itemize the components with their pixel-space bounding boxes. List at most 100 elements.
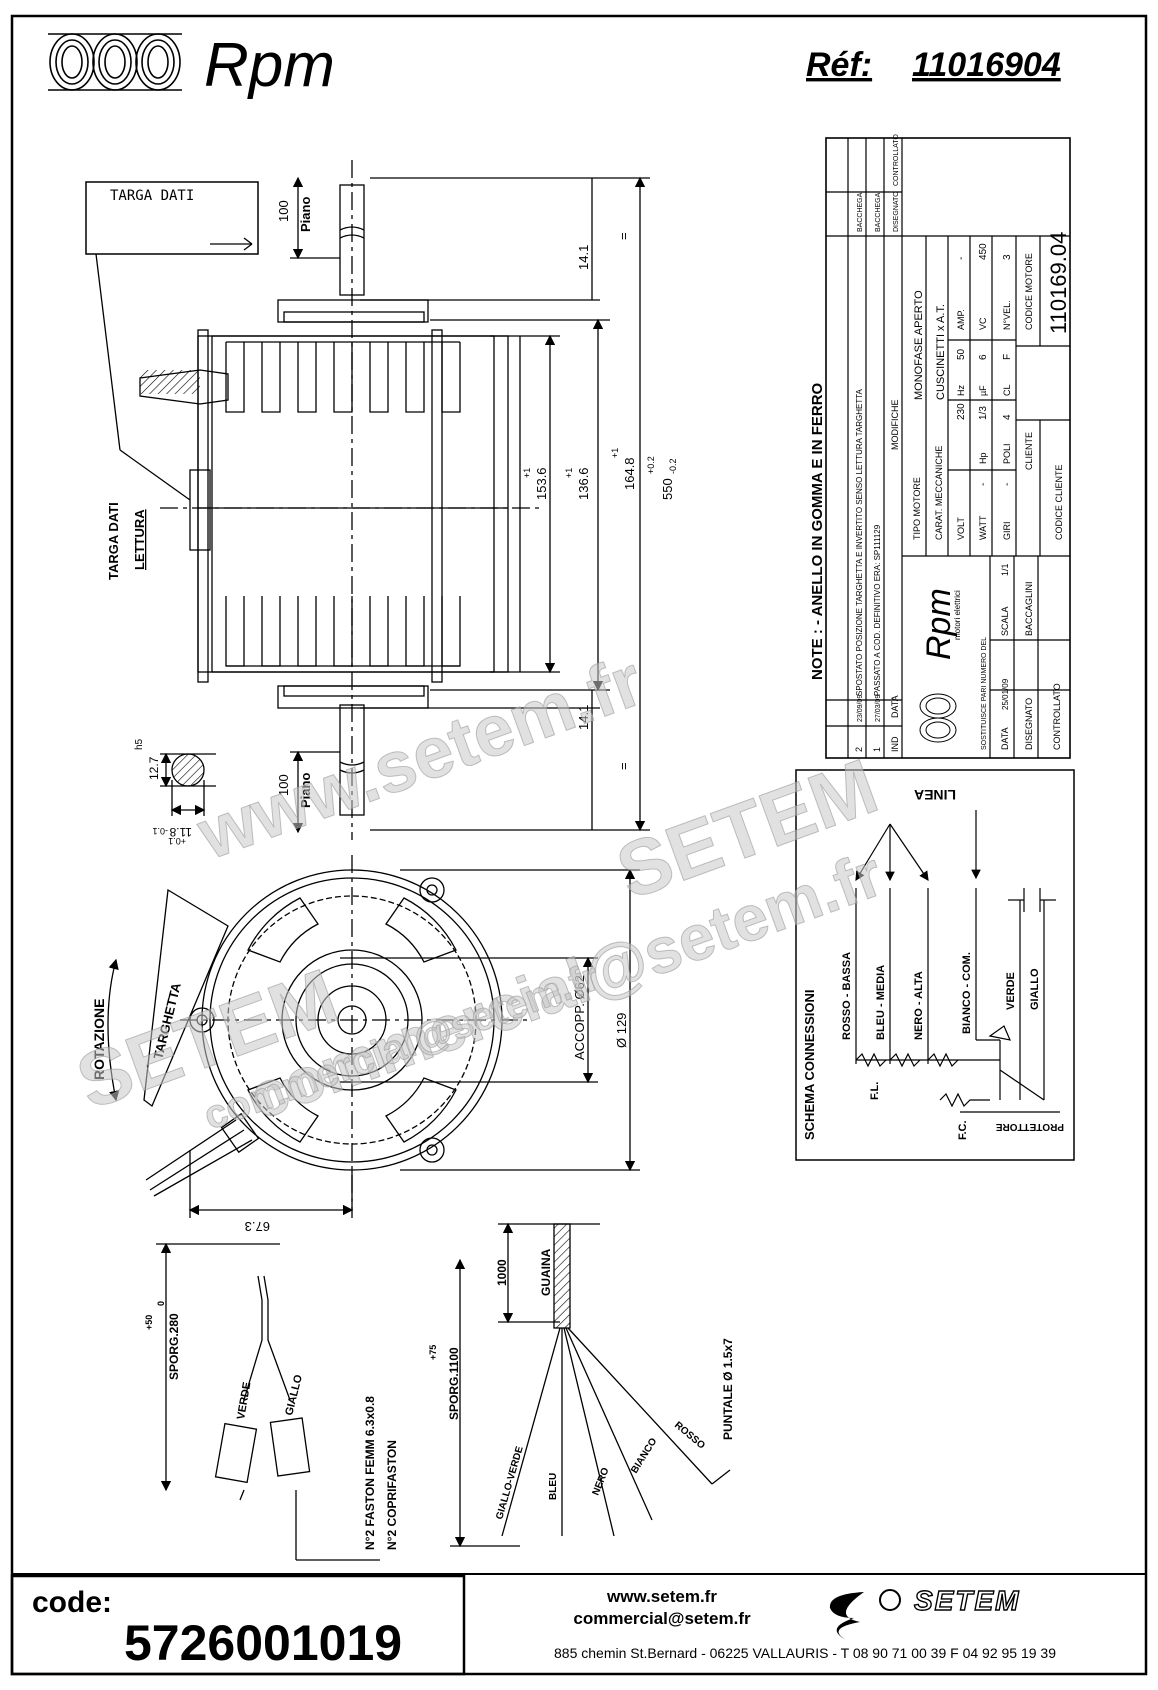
short-leads — [156, 1242, 380, 1561]
watermark-web: www.setem.fr — [187, 641, 653, 876]
piano-top-dim: 100 — [276, 200, 291, 222]
lead-verde: VERDE — [235, 1381, 253, 1420]
rev-head-drawn: DISEGNATO — [893, 191, 900, 232]
wire-nero-alta: NERO - ALTA — [913, 971, 925, 1040]
shaft-section — [160, 752, 216, 816]
controllato-label: CONTROLLATO — [1052, 683, 1062, 750]
sporg-280-tol0: 0 — [156, 1301, 166, 1306]
long-lead-labels: 1000 GUAINA SPORG.1100 +75 PUNTALE Ø 1.5… — [428, 1248, 735, 1520]
mech-label: CARAT. MECCANICHE — [934, 446, 944, 540]
short-lead-labels: SPORG.280 +50 0 VERDE GIALLO N°2 FASTON … — [144, 1301, 399, 1550]
wire-bleu: BLEU — [548, 1473, 559, 1500]
disegnato-value: BACCAGLINI — [1024, 581, 1034, 636]
data-plate-label: TARGA DATI — [110, 188, 194, 204]
title-block-logo-icon — [919, 693, 957, 743]
connection-schema: SCHEMA CONNESSIONI LINEA ROSSO - BASSA B… — [795, 769, 1075, 1161]
piano-bottom-label: Piano — [298, 773, 313, 808]
rev-2-index: 2 — [854, 747, 864, 752]
lettura-label: LETTURA — [132, 509, 147, 570]
rev-1-by: BACCHEGA — [875, 192, 882, 232]
setem-swirl-icon — [829, 1592, 864, 1640]
disegnato-label: DISEGNATO — [1024, 698, 1034, 750]
watt-label: WATT — [978, 515, 988, 540]
dim-14-1-top: 14.1 — [576, 245, 591, 270]
motor-side-view — [85, 160, 650, 840]
dim-1000: 1000 — [495, 1259, 509, 1286]
code-value: 5726001019 — [124, 1615, 402, 1671]
lead-giallo: GIALLO — [283, 1373, 305, 1417]
note: NOTE : - ANELLO IN GOMMA E IN FERRO — [809, 382, 826, 680]
reference-number: 11016904 — [912, 46, 1061, 84]
amp-label: AMP. — [956, 309, 966, 330]
rev-2-text: SPOSTATO POSIZIONE TARGHETTA E INVERTITO… — [855, 388, 864, 696]
schema-title: SCHEMA CONNESSIONI — [802, 990, 817, 1140]
setem-logo: SETEM — [829, 1584, 1019, 1640]
volt-label: VOLT — [956, 517, 966, 540]
cliente-label: CLIENTE — [1024, 432, 1034, 470]
footer: code: 5726001019 www.setem.fr commercial… — [10, 1573, 1146, 1676]
sheath — [553, 1223, 571, 1329]
wire-rosso-bassa: ROSSO - BASSA — [841, 952, 853, 1040]
cable-bundle-hatch — [140, 370, 200, 394]
dim-164: 164.8 — [622, 457, 637, 490]
dim-14-1-bottom: 14.1 — [576, 705, 591, 730]
poli-label: POLI — [1002, 443, 1012, 464]
wire-bianco-com: BIANCO - COM. — [961, 952, 973, 1034]
vc-value: 450 — [978, 243, 989, 260]
reference-label: Réf: — [806, 46, 872, 84]
hz-value: 50 — [956, 348, 967, 360]
coprifaston-note: N°2 COPRIFASTON — [385, 1440, 399, 1550]
uf-label: µF — [978, 385, 988, 396]
dim-136-tol: +1 — [564, 468, 574, 478]
volt-value: 230 — [956, 403, 967, 420]
spigot-dim: ACCOPP. Ø62 — [572, 975, 587, 1060]
cl-label: CL — [1002, 384, 1012, 396]
sheath-label: GUAINA — [539, 1248, 553, 1296]
uf-value: 6 — [978, 354, 989, 360]
rev-2-date: 23/09/09 — [857, 695, 864, 722]
footer-email: commercial@setem.fr — [573, 1609, 751, 1628]
footer-address: 885 chemin St.Bernard - 06225 VALLAURIS … — [554, 1645, 1056, 1661]
puntale-note: PUNTALE Ø 1.5x7 — [721, 1338, 735, 1440]
rotation-label: ROTAZIONE — [91, 999, 107, 1080]
rev-1-index: 1 — [872, 747, 882, 752]
brand-name: Rpm — [204, 31, 335, 100]
outer-diameter: Ø 129 — [614, 1013, 629, 1048]
cl-value: F — [1002, 354, 1013, 360]
data-label: DATA — [1000, 727, 1010, 750]
wire-bleu-media: BLEU - MEDIA — [875, 965, 887, 1040]
code-box — [10, 1574, 466, 1676]
sheet-border — [10, 14, 1148, 1676]
shaft-labels: h5 12.7 11.8 -0.1 +0.1 — [134, 738, 192, 846]
wire-verde: VERDE — [1005, 972, 1017, 1010]
dim-164-tol: +1 — [610, 448, 620, 458]
sostituisce-label: SOSTITUISCE PARI NUMERO DEL — [981, 637, 988, 750]
nvel-value: 3 — [1002, 254, 1013, 260]
piano-top-label: Piano — [298, 197, 313, 232]
equal-top: = — [616, 232, 631, 240]
dim-550: 550 — [660, 478, 675, 500]
title-block-brand: Rpm — [920, 588, 958, 660]
hz-label: Hz — [956, 385, 966, 396]
rev-head-checked: CONTROLLATO — [893, 134, 900, 186]
rev-head-date: DATA — [890, 695, 900, 718]
watermark: www.setem.fr SETEM commercial@setem.fr S… — [65, 640, 892, 1139]
fc-label: F.C. — [957, 1120, 969, 1140]
dim-153-tol: +1 — [522, 468, 532, 478]
sporg-280-tol: +50 — [144, 1315, 154, 1330]
code-label: code: — [32, 1586, 112, 1619]
shaft-flat: 11.8 — [169, 825, 192, 839]
rev-1-text: PASSATO A COD. DEFINITIVO ERA: SP111129 — [873, 524, 882, 696]
lug-offset-dim: 67.3 — [245, 1219, 270, 1234]
shaft-flat-tol: -0.1 — [152, 826, 168, 836]
mech-value: CUSCINETTI x A.T. — [935, 304, 947, 400]
rev-1-date: 27/03/09 — [875, 695, 882, 722]
vc-label: VC — [978, 317, 988, 330]
side-view-labels: TARGA DATI TARGA DATI LETTURA 100 Piano … — [106, 188, 678, 808]
rpm-logo: Rpm — [48, 31, 335, 100]
giri-label: GIRI — [1002, 521, 1012, 540]
dim-153: 153.6 — [534, 467, 549, 500]
equal-bottom: = — [616, 762, 631, 770]
wire-nero: NERO — [591, 1466, 612, 1497]
